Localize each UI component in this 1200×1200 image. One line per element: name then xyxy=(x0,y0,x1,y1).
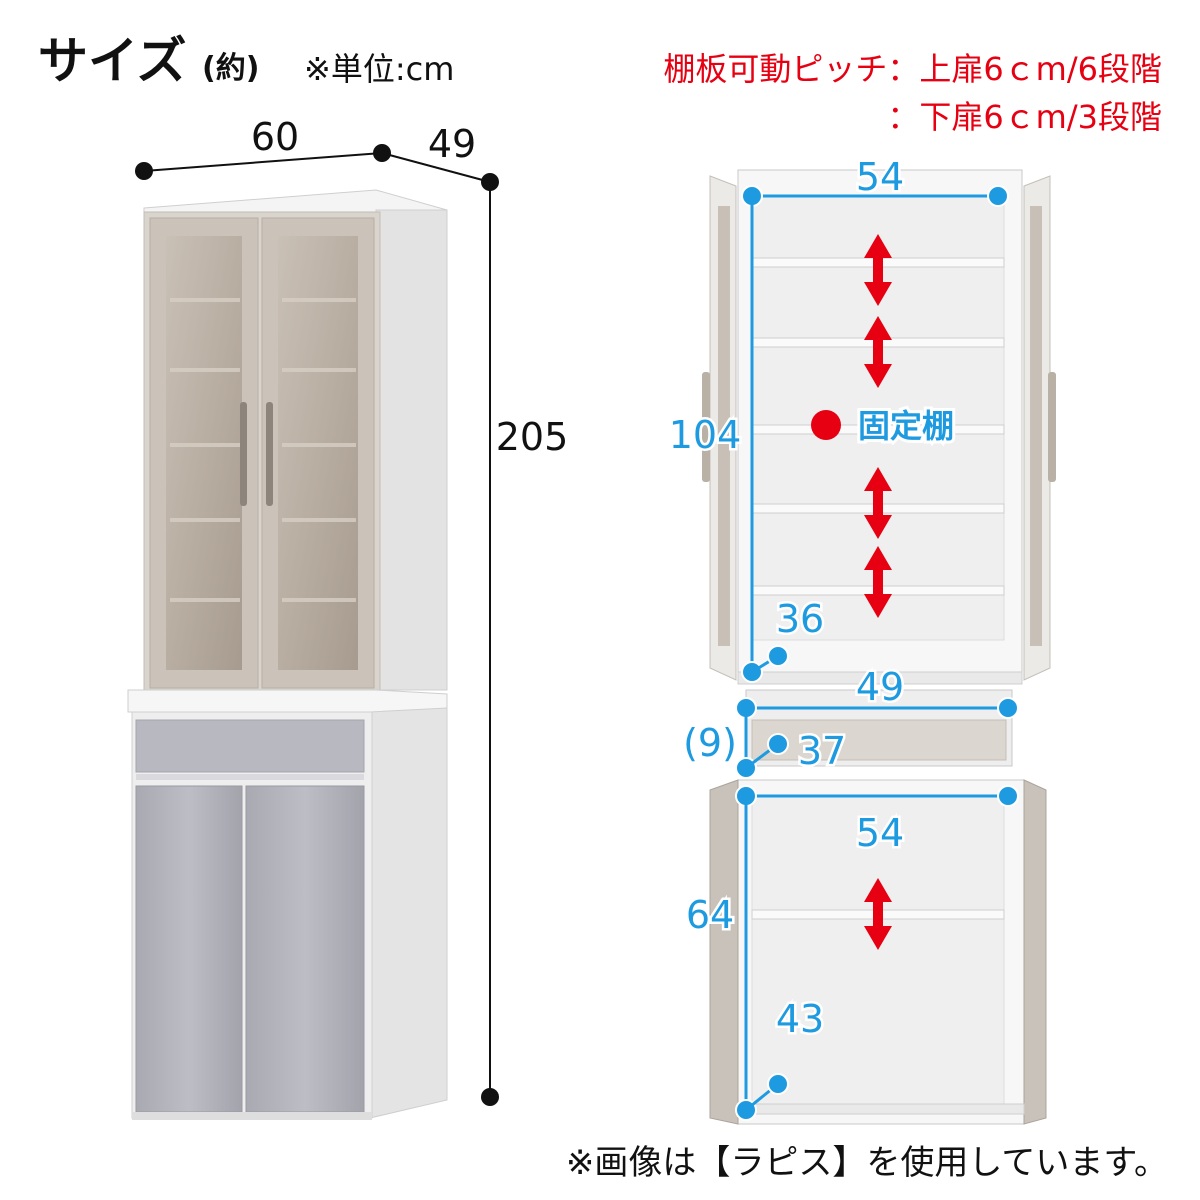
counter-top xyxy=(127,689,448,713)
upper-right-door-handle xyxy=(1048,372,1056,482)
drawer-inner xyxy=(751,719,1007,761)
drawer-height-label: (9) xyxy=(683,721,737,765)
upper-width-dot-right xyxy=(987,185,1009,207)
lower-depth-label: 43 xyxy=(776,997,824,1041)
lower-width-dot-right xyxy=(997,785,1019,807)
dimension-dot xyxy=(373,144,391,162)
drawer-depth-label: 37 xyxy=(798,729,846,773)
lower-width-label: 54 xyxy=(856,811,904,855)
upper-height-label: 104 xyxy=(669,413,742,457)
lower-right-door xyxy=(245,785,365,1113)
depth-label: 49 xyxy=(428,122,476,166)
fixed-shelf-marker xyxy=(811,410,841,440)
upper-right-handle xyxy=(266,402,273,506)
adjust-arrow xyxy=(864,234,892,306)
upper-right-door-glass xyxy=(278,236,358,670)
upper-open-right-door-glass xyxy=(1030,206,1042,646)
exterior-cabinet: 60 49 205 xyxy=(127,115,569,1120)
lower-open-left-door xyxy=(709,779,739,1125)
lower-bottom-rail xyxy=(737,1103,1025,1115)
page-title: サイズ xyxy=(38,32,187,90)
plinth xyxy=(132,1112,372,1120)
adjust-arrow xyxy=(864,467,892,539)
width-dimension-line xyxy=(143,152,383,172)
width-label: 60 xyxy=(251,115,299,159)
drawer-width-label: 49 xyxy=(856,665,904,709)
lower-side-panel xyxy=(369,707,448,1119)
upper-width-label: 54 xyxy=(856,155,904,199)
adjust-arrow xyxy=(864,878,892,950)
interior-drawer: 49 (9) 37 xyxy=(681,663,1019,779)
upper-left-door-glass xyxy=(166,236,242,670)
lower-open-right-door xyxy=(1023,779,1047,1125)
shelf-pitch-lower: ：下扉6ｃm/3段階 xyxy=(887,98,1162,136)
drawer-handle-strip xyxy=(136,774,364,780)
lower-left-door xyxy=(135,785,243,1113)
dimension-dot xyxy=(481,1088,499,1106)
upper-side-panel xyxy=(375,209,448,691)
drawer-front xyxy=(135,719,365,773)
upper-left-handle xyxy=(240,402,247,506)
adjust-arrow xyxy=(864,316,892,388)
upper-depth-dot xyxy=(767,645,789,667)
dimension-dot xyxy=(481,173,499,191)
upper-bottom-rail xyxy=(737,671,1023,685)
drawer-width-dot-right xyxy=(997,697,1019,719)
upper-open-left-door-glass xyxy=(718,206,730,646)
fixed-shelf-label: 固定棚 xyxy=(858,407,954,445)
footer-note: ※画像は【ラピス】を使用しています。 xyxy=(566,1143,1168,1183)
glass-shelf-shadows xyxy=(170,298,356,602)
title-approx: (約) xyxy=(202,51,259,86)
interior-upper-cabinet: 54 104 36 固定棚 xyxy=(666,153,1056,685)
height-label: 205 xyxy=(496,415,569,459)
lower-height-label: 64 xyxy=(686,893,734,937)
dimension-dot xyxy=(135,162,153,180)
adjustable-arrows xyxy=(864,234,892,618)
depth-dimension-line xyxy=(381,152,491,183)
upper-depth-label: 36 xyxy=(776,597,824,641)
lower-depth-dot xyxy=(767,1073,789,1095)
shelf-pitch-upper: 棚板可動ピッチ：上扉6ｃm/6段階 xyxy=(663,50,1162,88)
drawer-depth-dot xyxy=(767,733,789,755)
unit-note: ※単位:cm xyxy=(304,50,454,88)
adjust-arrow xyxy=(864,546,892,618)
upper-left-door-handle xyxy=(702,372,710,482)
interior-lower-cabinet: 54 64 43 xyxy=(683,779,1047,1125)
